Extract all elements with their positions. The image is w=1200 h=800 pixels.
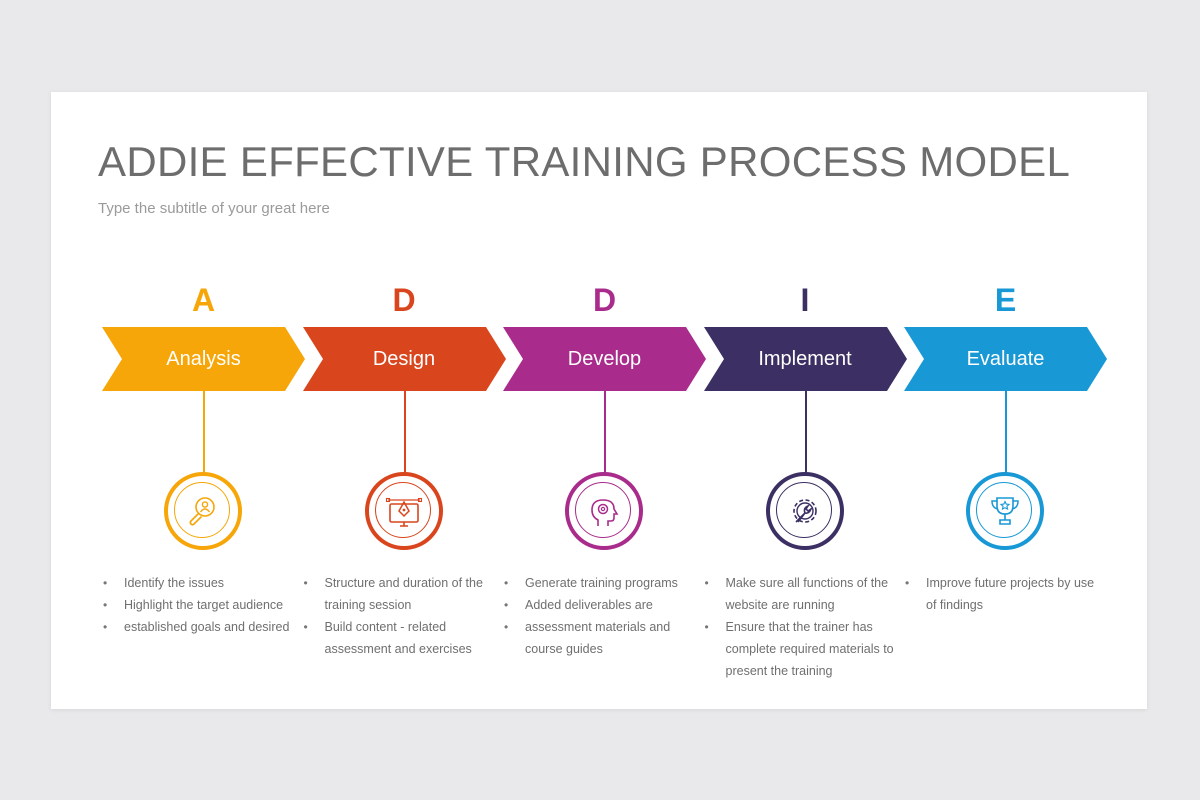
bullet-item: • Structure and duration of the training …	[303, 572, 506, 616]
inner-ring	[976, 482, 1032, 538]
stage-letter: D	[392, 282, 416, 318]
stage-bullets: • Improve future projects by use of findi…	[904, 572, 1107, 616]
stage-letter: A	[191, 282, 216, 318]
stage-bullets: • Make sure all functions of the website …	[704, 572, 907, 682]
connector-line	[804, 391, 807, 473]
chevron-arrow-icon	[102, 327, 305, 391]
stage-chevron: Analysis	[102, 327, 305, 391]
bullet-text: Improve future projects by use of findin…	[926, 576, 1095, 612]
connector-line	[604, 391, 606, 473]
bullet-item: • Identify the issues	[102, 572, 305, 594]
head-gear-icon	[591, 499, 619, 526]
stage-develop: D Develop • Generate training programs • Ad…	[503, 92, 706, 709]
connector-line	[203, 391, 205, 473]
bullet-dot: •	[303, 576, 308, 590]
stage-label: Design	[372, 348, 436, 370]
bullet-text: Identify the issues	[124, 576, 225, 590]
inner-ring	[575, 482, 631, 538]
bullet-text: assessment materials and course guides	[525, 620, 671, 656]
stage-label: Implement	[758, 348, 852, 370]
stage-icon-circle	[364, 472, 443, 550]
chevron-arrow-icon	[302, 327, 506, 391]
slide: ADDIE EFFECTIVE TRAINING PROCESS MODEL T…	[51, 92, 1147, 709]
bullet-text: Added deliverables are	[525, 598, 653, 612]
chevron-arrow-icon	[703, 327, 907, 391]
connector-line	[403, 391, 406, 473]
wrench-gear-icon	[792, 499, 817, 523]
stage-letter: E	[994, 282, 1017, 318]
bullet-text: Highlight the target audience	[124, 598, 284, 612]
user-search-icon	[189, 497, 215, 526]
stage-bullets: • Generate training programs • Added delive…	[503, 572, 706, 660]
stage-chevron: Evaluate	[904, 327, 1107, 391]
stage-icon-circle	[565, 472, 643, 550]
bullet-dot: •	[504, 576, 509, 590]
stage-label: Develop	[567, 348, 642, 370]
bullet-dot: •	[504, 620, 509, 634]
bullet-text: Generate training programs	[525, 576, 678, 590]
stage-icon-circle	[164, 472, 242, 550]
stage-bullets: • Structure and duration of the training …	[303, 572, 506, 660]
trophy-icon	[991, 497, 1019, 525]
slide-title: ADDIE EFFECTIVE TRAINING PROCESS MODEL	[98, 138, 1071, 185]
stage-letter: I	[800, 282, 810, 318]
bullet-item: • Improve future projects by use of findi…	[904, 572, 1107, 616]
bullet-dot: •	[704, 576, 709, 590]
stage-letter: D	[592, 282, 617, 318]
stage-icon-circle	[966, 472, 1044, 550]
bullet-text: Structure and duration of the training s…	[324, 576, 483, 612]
stage-chevron: Design	[302, 327, 506, 391]
bullet-dot: •	[704, 620, 709, 634]
stage-chevron: Implement	[703, 327, 907, 391]
bullet-item: • Added deliverables are	[503, 594, 706, 616]
stage-chevron: Develop	[503, 327, 706, 391]
bullet-item: • assessment materials and course guides	[503, 616, 706, 660]
bullet-text: Ensure that the trainer has complete req…	[725, 620, 894, 678]
chevron-arrow-icon	[904, 327, 1107, 391]
bullet-item: • Build content - related assessment and …	[303, 616, 506, 660]
bullet-dot: •	[103, 598, 108, 612]
inner-ring	[374, 482, 431, 538]
stage-label: Analysis	[166, 348, 241, 370]
slide-subtitle: Type the subtitle of your great here	[98, 200, 330, 217]
stage-design: D Design • Structure and duration of the …	[302, 92, 506, 709]
inner-ring	[174, 482, 230, 538]
bullet-dot: •	[103, 620, 108, 634]
bullet-item: • Ensure that the trainer has complete re…	[704, 616, 907, 682]
bullet-dot: •	[905, 576, 910, 590]
bullet-item: • Make sure all functions of the website …	[704, 572, 907, 616]
pen-tool-monitor-icon	[385, 497, 422, 527]
bullet-text: Build content - related assessment and e…	[324, 620, 472, 656]
bullet-item: • established goals and desired	[102, 616, 305, 638]
stage-label: Evaluate	[966, 348, 1045, 370]
stage-analysis: A Analysis • Identify the issues • Highligh…	[102, 92, 305, 709]
connector-line	[1005, 391, 1007, 473]
stage-bullets: • Identify the issues • Highlight the targe…	[102, 572, 305, 638]
bullet-item: • Highlight the target audience	[102, 594, 305, 616]
bullet-dot: •	[103, 576, 108, 590]
bullet-item: • Generate training programs	[503, 572, 706, 594]
stage-evaluate: E Evaluate • Improve future projects by u…	[904, 92, 1107, 709]
stage-icon-circle	[765, 472, 844, 550]
bullet-dot: •	[303, 620, 308, 634]
inner-ring	[775, 482, 832, 538]
stage-implement: I Implement • Make sure all functions of …	[703, 92, 907, 709]
bullet-text: Make sure all functions of the website a…	[725, 576, 889, 612]
chevron-arrow-icon	[503, 327, 706, 391]
bullet-dot: •	[504, 598, 509, 612]
bullet-text: established goals and desired	[124, 620, 290, 634]
